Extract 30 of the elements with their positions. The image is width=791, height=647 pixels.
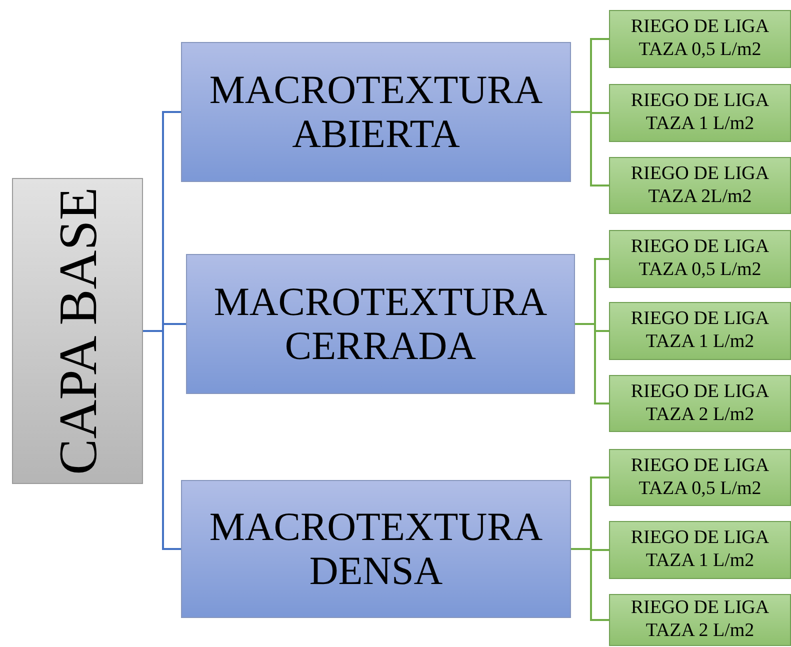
connector-line [575, 323, 609, 404]
box-label: RIEGO DE LIGA TAZA 0,5 L/m2 [630, 454, 770, 500]
box-label: RIEGO DE LIGA TAZA 1 L/m2 [630, 308, 770, 354]
box-label: MACROTEXTURA CERRADA [212, 280, 548, 368]
connector-line [571, 548, 609, 621]
option-box [609, 157, 791, 214]
category-box [181, 480, 571, 618]
box-label: RIEGO DE LIGA TAZA 0,5 L/m2 [630, 236, 770, 282]
option-box [609, 594, 791, 646]
option-box [609, 302, 791, 360]
box-label: MACROTEXTURA DENSA [208, 505, 544, 593]
option-box [609, 10, 791, 68]
box-label: RIEGO DE LIGA TAZA 2L/m2 [630, 162, 770, 208]
option-box [609, 375, 791, 432]
category-box [181, 42, 571, 182]
box-label: RIEGO DE LIGA TAZA 2 L/m2 [630, 597, 770, 643]
connector-line [571, 111, 609, 186]
option-box [609, 84, 791, 142]
option-box [609, 449, 791, 506]
box-label: RIEGO DE LIGA TAZA 0,5 L/m2 [630, 16, 770, 62]
root-label: CAPA BASE [46, 187, 108, 475]
box-label: MACROTEXTURA ABIERTA [208, 68, 544, 156]
box-label: RIEGO DE LIGA TAZA 1 L/m2 [630, 527, 770, 573]
connector-line [143, 330, 181, 550]
root-box [12, 178, 143, 484]
box-label: RIEGO DE LIGA TAZA 2 L/m2 [630, 380, 770, 426]
option-box [609, 521, 791, 579]
option-box [609, 230, 791, 288]
box-label: RIEGO DE LIGA TAZA 1 L/m2 [630, 90, 770, 136]
category-box [186, 254, 575, 394]
